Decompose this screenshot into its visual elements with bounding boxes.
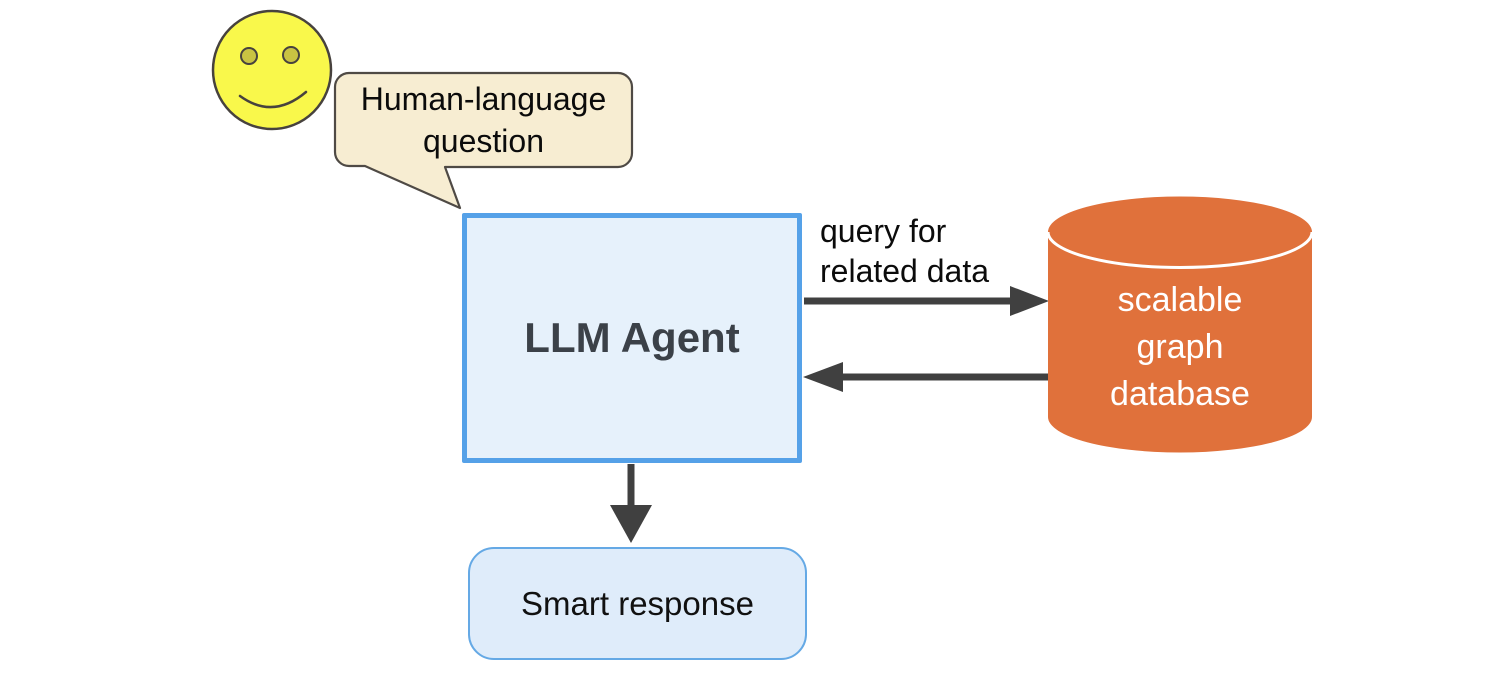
speech-bubble-shape xyxy=(333,71,634,210)
smiley-right-eye xyxy=(282,46,300,64)
smiley-left-eye xyxy=(240,47,258,65)
output-arrow xyxy=(610,464,652,543)
query-arrow-head-icon xyxy=(1010,286,1049,316)
return-arrow xyxy=(803,362,1048,392)
smart-response-label: Smart response xyxy=(521,584,754,622)
output-arrow-head-icon xyxy=(610,505,652,543)
query-arrow xyxy=(804,286,1049,316)
database-cylinder-body xyxy=(1048,196,1312,453)
database-cylinder-icon xyxy=(1046,196,1314,453)
database-label: scalable graph database xyxy=(1110,281,1250,413)
smiley-head xyxy=(211,9,333,131)
speech-bubble-text: Human-language question xyxy=(360,81,607,159)
smiley-smile xyxy=(238,90,308,109)
database-cylinder-top-edge xyxy=(1046,231,1314,269)
smart-response-node: Smart response xyxy=(468,547,807,660)
query-arrow-label: query for related data xyxy=(820,213,990,289)
llm-agent-label: LLM Agent xyxy=(524,314,740,361)
llm-agent-node: LLM Agent xyxy=(462,213,802,463)
return-arrow-head-icon xyxy=(803,362,843,392)
smiley-face-icon xyxy=(211,9,333,131)
